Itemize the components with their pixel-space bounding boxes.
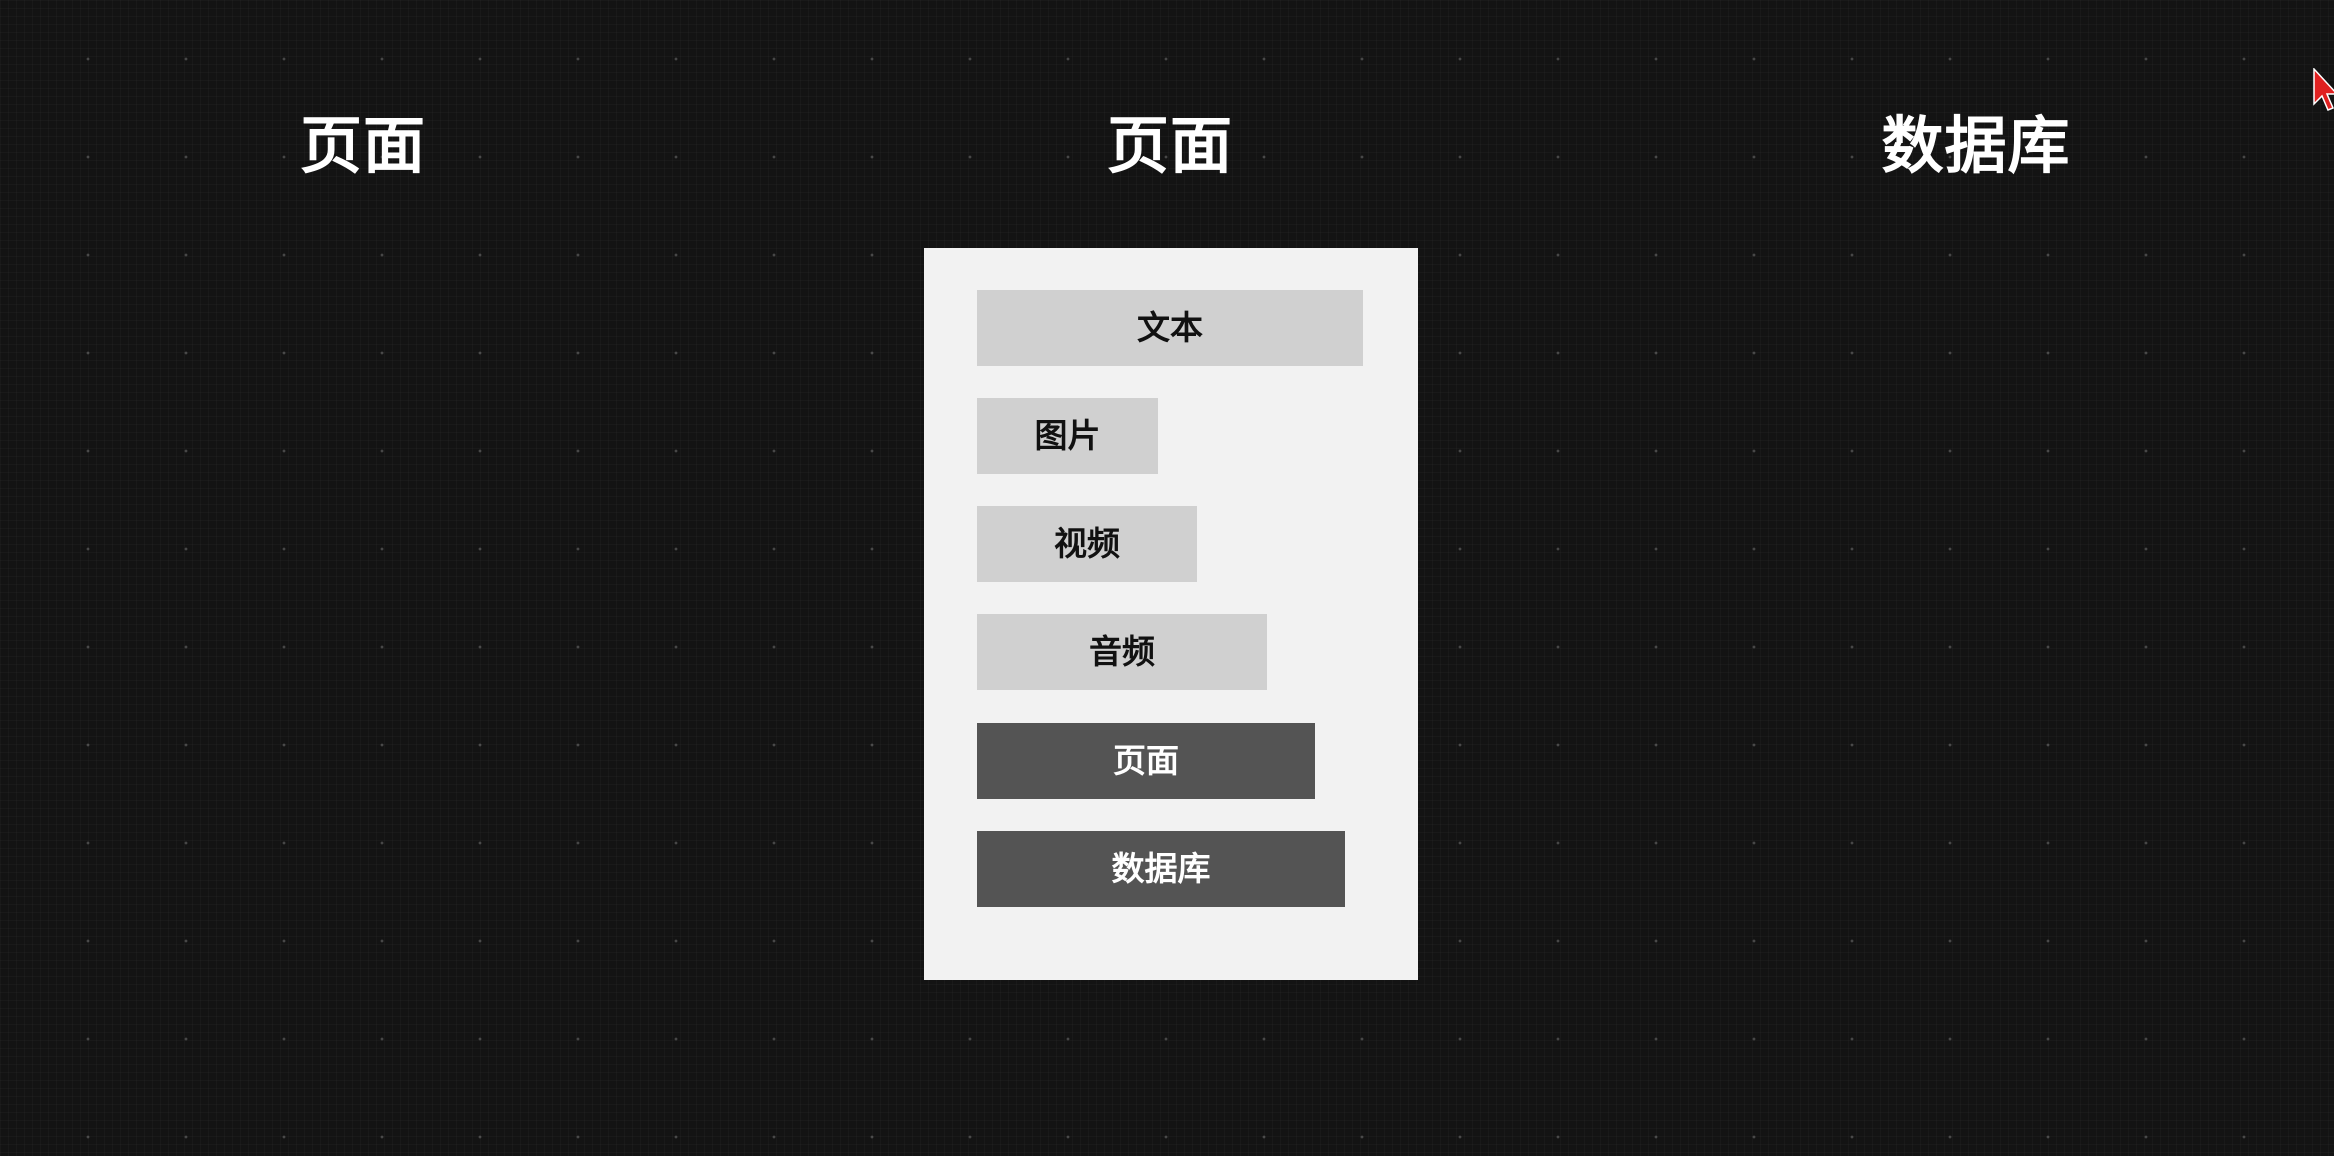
audio-block[interactable]: 音频 (977, 614, 1267, 690)
middle-column-title: 页面 (1106, 109, 1234, 182)
image-block[interactable]: 图片 (977, 398, 1158, 474)
pointer-cursor-icon (2313, 68, 2334, 111)
page-card: 文本 图片 视频 音频 页面 数据库 (924, 248, 1418, 980)
page-block[interactable]: 页面 (977, 723, 1315, 799)
text-block[interactable]: 文本 (977, 290, 1363, 366)
left-column-title: 页面 (299, 109, 427, 182)
database-block[interactable]: 数据库 (977, 831, 1345, 907)
video-block[interactable]: 视频 (977, 506, 1197, 582)
right-column-title: 数据库 (1881, 109, 2071, 182)
